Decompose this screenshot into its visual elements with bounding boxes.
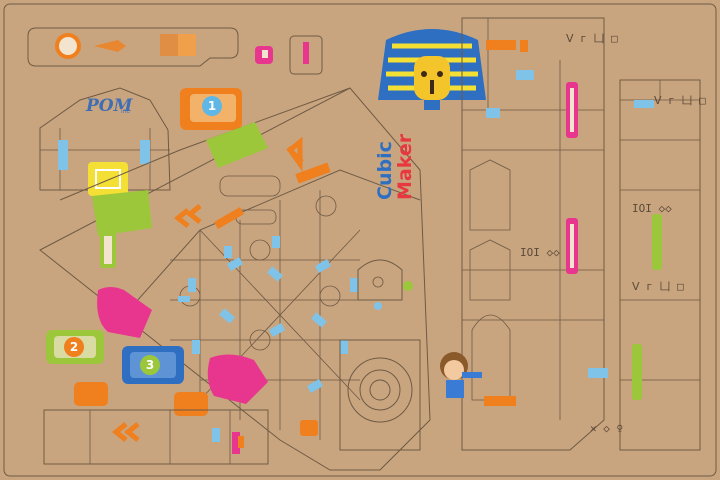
- brand-maker-text: Maker: [394, 133, 416, 200]
- brand-pom-suffix: inc: [121, 108, 130, 115]
- boy-character: [440, 352, 482, 398]
- hieroglyph-row-3: IOI ◇◇: [632, 202, 672, 215]
- badge-1: [202, 96, 222, 116]
- temple-piece: [39, 87, 171, 196]
- orange-tab-a: [74, 382, 108, 406]
- hieroglyph-row-1: ᐯ г 凵 □: [566, 32, 618, 45]
- orange-chevron-1: [286, 136, 304, 172]
- badge-2-label: 2: [70, 340, 78, 354]
- lime-bar-1: [652, 214, 662, 270]
- pink-lobe-1: [97, 287, 152, 338]
- pharaoh-illustration: [378, 29, 486, 110]
- sheet-border: [3, 3, 717, 477]
- temple-panels: [461, 17, 701, 451]
- pink-lobe-2: [207, 354, 268, 404]
- orange-chevron-2: [173, 204, 202, 228]
- arch-piece: [357, 259, 413, 310]
- hieroglyph-row-2: ᐯ г 凵 □: [654, 94, 706, 107]
- lime-bar-2: [632, 344, 642, 400]
- orange-slot-right-1: [486, 40, 516, 50]
- brand-pom-logo: POM: [86, 96, 133, 116]
- pyramid-net: [39, 87, 431, 471]
- small-panel: [289, 35, 323, 75]
- hieroglyph-row-6: ✕ ◇ ♀: [590, 422, 623, 435]
- sun-medallion: [339, 339, 421, 451]
- orange-tab-b: [174, 392, 208, 416]
- lime-tab-2: [92, 190, 152, 236]
- badge-2: [64, 337, 84, 357]
- lime-tab-1: [206, 122, 268, 168]
- badge-3-label: 3: [146, 358, 154, 372]
- badge-3: [140, 355, 160, 375]
- yellow-tab: [88, 162, 128, 196]
- slot-marks: [178, 236, 358, 442]
- badge-1-label: 1: [208, 99, 216, 113]
- orange-slot-1: [295, 162, 331, 184]
- brand-cubic-text: Cubic: [374, 141, 396, 200]
- key-piece: [27, 27, 239, 67]
- hieroglyph-row-5: ᐯ г 凵 □: [632, 280, 684, 293]
- hieroglyph-row-4: IOI ◇◇: [520, 246, 560, 259]
- orange-chevron-3: [111, 422, 140, 442]
